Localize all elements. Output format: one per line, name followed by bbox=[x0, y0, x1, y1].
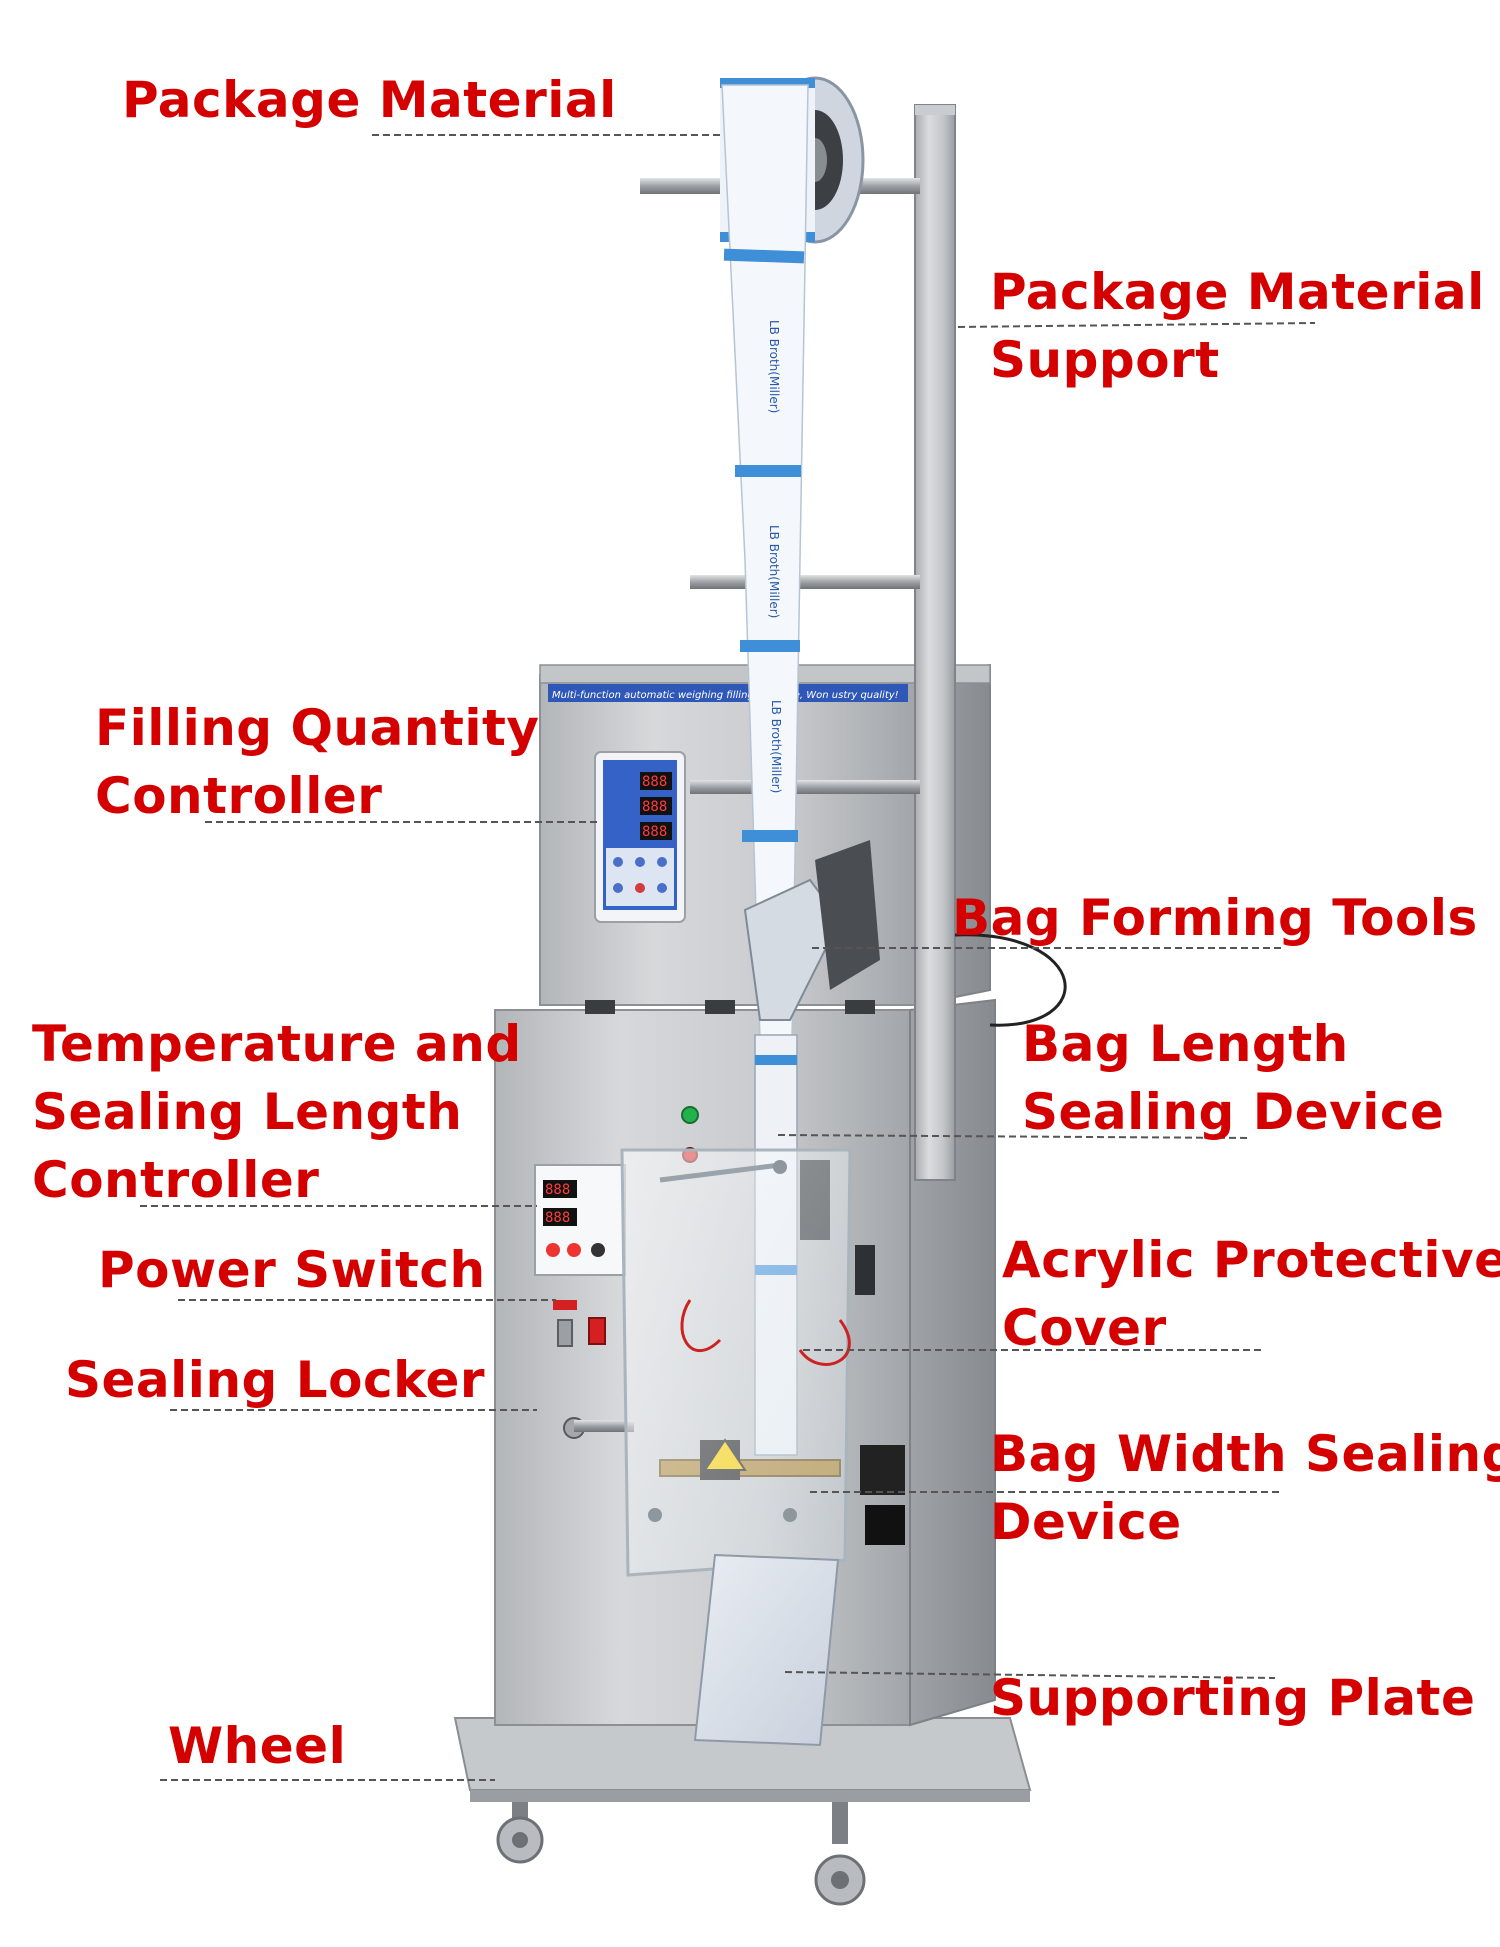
label-supporting-plate: Supporting Plate bbox=[990, 1669, 1476, 1727]
label-acrylic-cover-line1: Acrylic Protective bbox=[1002, 1231, 1500, 1289]
sealing-locker-handle bbox=[563, 1417, 634, 1439]
hopper-banner bbox=[548, 684, 908, 702]
label-bag-width-line2: Device bbox=[990, 1493, 1182, 1551]
film-print-1: LB Broth(Miller) bbox=[767, 320, 781, 413]
film-support-pole bbox=[914, 104, 956, 1181]
leader-supporting-plate bbox=[784, 1671, 1276, 1679]
wheel-right bbox=[814, 1802, 866, 1906]
film-print-2: LB Broth(Miller) bbox=[767, 525, 781, 618]
low-rod bbox=[690, 780, 920, 794]
power-switch-label-plate bbox=[553, 1300, 577, 1310]
svg-text:888: 888 bbox=[642, 774, 667, 790]
label-wheel: Wheel bbox=[168, 1717, 347, 1775]
green-indicator-light bbox=[681, 1106, 699, 1124]
label-package-material: Package Material bbox=[122, 71, 617, 129]
mid-rod bbox=[690, 575, 920, 589]
label-power-switch: Power Switch bbox=[98, 1241, 486, 1299]
toggle-switch bbox=[557, 1319, 573, 1347]
label-package-material-support-line2: Support bbox=[990, 331, 1220, 389]
svg-text:888: 888 bbox=[545, 1210, 570, 1226]
power-switch-body bbox=[588, 1317, 606, 1345]
bag-forming-collar bbox=[743, 878, 842, 1021]
film-strip: LB Broth(Miller) LB Broth(Miller) LB Bro… bbox=[721, 84, 809, 1041]
label-package-material-support-line1: Package Material bbox=[990, 263, 1485, 321]
label-temperature-line1: Temperature and bbox=[32, 1015, 522, 1073]
filling-quantity-panel: 888 888 888 bbox=[594, 751, 686, 923]
supporting-plate bbox=[693, 1553, 840, 1747]
label-filling-quantity-line2: Controller bbox=[95, 767, 383, 825]
label-filling-quantity-line1: Filling Quantity bbox=[95, 699, 540, 757]
svg-text:888: 888 bbox=[642, 799, 667, 815]
label-sealing-locker: Sealing Locker bbox=[65, 1351, 486, 1409]
svg-text:888: 888 bbox=[642, 824, 667, 840]
wheel-left bbox=[496, 1802, 544, 1864]
base-plate-front bbox=[470, 1790, 1030, 1802]
temperature-controller-panel: 888 888 bbox=[534, 1164, 626, 1276]
leader-lines bbox=[140, 134, 1316, 1781]
label-bag-length-line2: Sealing Device bbox=[1022, 1083, 1445, 1141]
label-bag-forming-tools: Bag Forming Tools bbox=[952, 889, 1478, 947]
leader-bag-length-sealing-device bbox=[777, 1134, 1251, 1139]
acrylic-protective-cover bbox=[620, 1148, 852, 1577]
label-bag-length-line1: Bag Length bbox=[1022, 1015, 1349, 1073]
label-acrylic-cover-line2: Cover bbox=[1002, 1299, 1167, 1357]
hopper-banner-text: Multi-function automatic weighing fillin… bbox=[552, 690, 899, 701]
label-temperature-line2: Sealing Length bbox=[32, 1083, 463, 1141]
film-print-3: LB Broth(Miller) bbox=[769, 700, 783, 793]
label-bag-width-line1: Bag Width Sealing bbox=[990, 1425, 1500, 1483]
leader-package-material-support bbox=[957, 322, 1316, 328]
label-temperature-line3: Controller bbox=[32, 1151, 320, 1209]
svg-text:888: 888 bbox=[545, 1182, 570, 1198]
lower-cabinet-side bbox=[909, 998, 996, 1727]
